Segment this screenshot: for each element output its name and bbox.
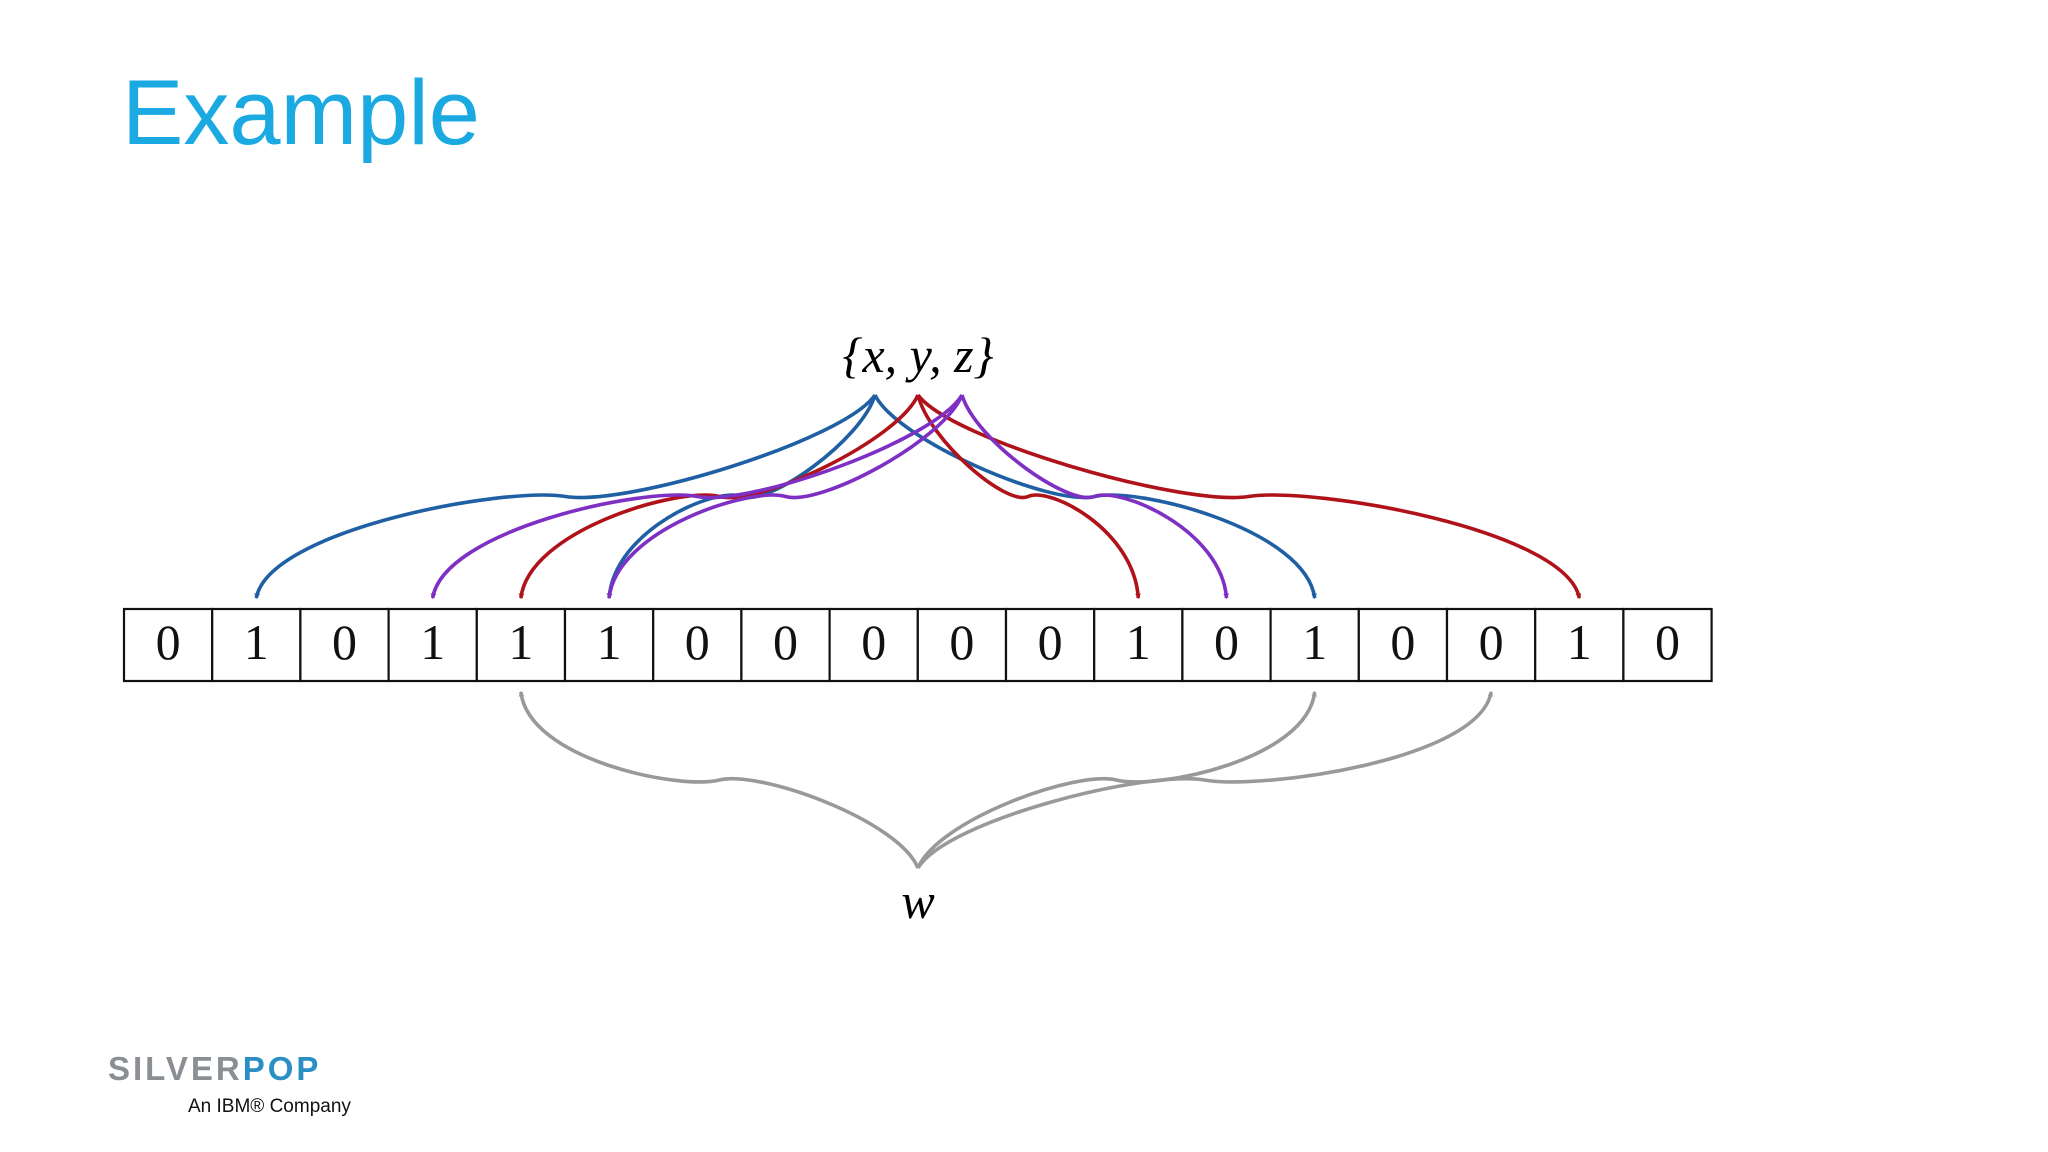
bit-cell: 1 <box>563 607 655 683</box>
bit-value: 0 <box>1655 614 1680 670</box>
bit-cell: 0 <box>122 607 214 683</box>
query-label: w <box>901 873 934 929</box>
bit-value: 0 <box>685 614 710 670</box>
bit-cell-box <box>1622 607 1713 683</box>
bit-value: 1 <box>420 614 445 670</box>
logo-pop: POP <box>242 1050 322 1087</box>
mapping-arrow-z <box>606 394 964 600</box>
bit-cell: 1 <box>1269 607 1360 683</box>
logo-tagline: An IBM® Company <box>188 1096 351 1117</box>
bit-array: 0 1 0 1 1 1 0 0 0 0 0 1 0 1 0 0 1 0 <box>122 607 1713 683</box>
bit-cell-box <box>1093 607 1184 683</box>
bit-cell: 0 <box>652 607 743 683</box>
bit-cell: 0 <box>740 607 831 683</box>
arrows-layer <box>254 393 1582 869</box>
logo-silver: SILVER <box>108 1050 243 1087</box>
set-label: {x, y, z} <box>842 327 993 383</box>
logo-wordmark: SILVERPOP <box>108 1050 321 1088</box>
mapping-arrow-z <box>960 394 1230 600</box>
bit-cell: 1 <box>211 607 302 683</box>
bit-cell-box <box>1004 607 1096 683</box>
bit-value: 0 <box>156 614 181 670</box>
bit-cell: 0 <box>1357 607 1449 683</box>
mapping-arrow-y <box>916 393 1582 600</box>
bit-cell-box <box>563 607 655 683</box>
bit-cell-box <box>475 607 567 683</box>
bit-cell-box <box>1181 607 1272 683</box>
mapping-arrow-x <box>254 393 877 600</box>
bit-cell-box <box>299 607 390 683</box>
bit-cell-box <box>740 607 831 683</box>
bit-value: 1 <box>508 614 533 670</box>
bit-cell: 0 <box>1445 607 1537 683</box>
bit-value: 0 <box>1038 614 1063 670</box>
bit-value: 0 <box>861 614 886 670</box>
bit-cell: 0 <box>1181 607 1272 683</box>
bit-value: 1 <box>597 614 622 670</box>
bit-cell: 0 <box>916 607 1008 683</box>
mapping-arrow-y <box>916 394 1141 600</box>
mapping-arrow-z <box>430 394 964 600</box>
bit-cell: 1 <box>475 607 567 683</box>
bit-value: 0 <box>1390 614 1415 670</box>
bit-value: 0 <box>332 614 357 670</box>
bit-value: 1 <box>244 614 269 670</box>
bit-cell-box <box>1269 607 1360 683</box>
bit-cell: 1 <box>1534 607 1625 683</box>
bit-value: 1 <box>1126 614 1151 670</box>
bit-value: 1 <box>1302 614 1327 670</box>
bit-cell-box <box>652 607 743 683</box>
bit-cell-box <box>1534 607 1625 683</box>
bit-cell: 0 <box>1004 607 1096 683</box>
bit-cell: 0 <box>1622 607 1713 683</box>
bit-value: 0 <box>949 614 974 670</box>
bit-cell: 0 <box>828 607 919 683</box>
bit-value: 0 <box>773 614 798 670</box>
bit-cell: 1 <box>1093 607 1184 683</box>
bit-cell-box <box>122 607 214 683</box>
bit-cell: 0 <box>299 607 390 683</box>
bit-value: 0 <box>1214 614 1239 670</box>
company-logo: SILVERPOP An IBM® Company <box>108 1050 358 1122</box>
slide-title: Example <box>122 62 480 164</box>
bit-cell-box <box>387 607 478 683</box>
bit-cell-box <box>828 607 919 683</box>
bit-value: 0 <box>1479 614 1504 670</box>
mapping-arrow-w <box>518 690 920 869</box>
bit-value: 1 <box>1567 614 1592 670</box>
mapping-arrow-w <box>916 690 1318 869</box>
bit-cell: 1 <box>387 607 478 683</box>
mapping-arrow-w <box>916 690 1494 869</box>
